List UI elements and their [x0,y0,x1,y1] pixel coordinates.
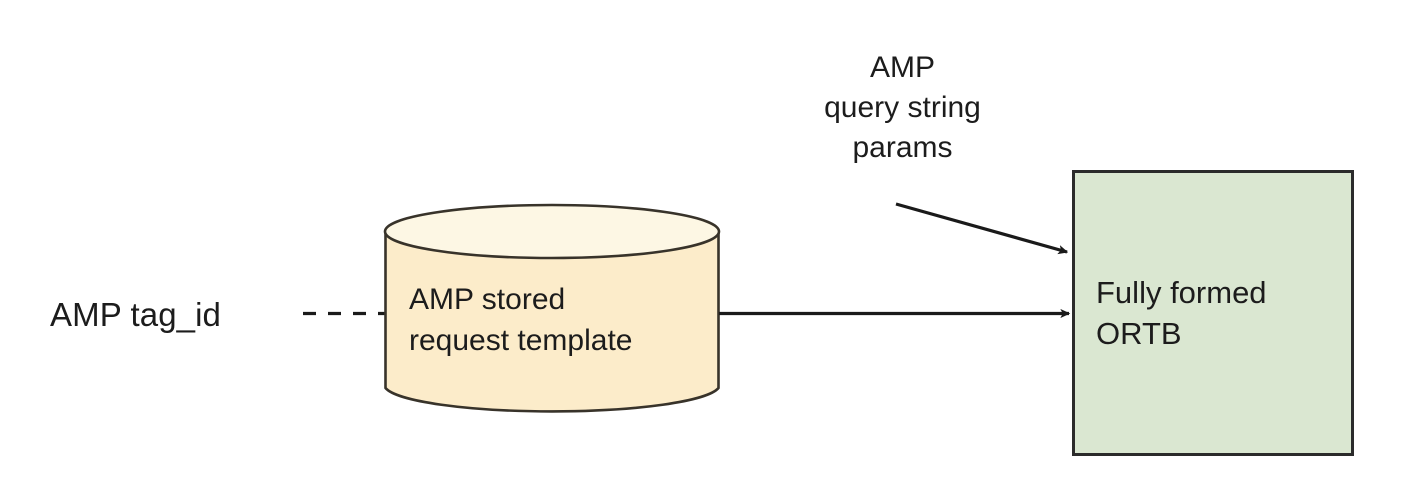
cylinder-body [384,230,720,413]
cylinder-line-2: request template [409,323,633,357]
label-amp-tag-id: AMP tag_id [50,296,221,333]
node-fully-formed-ortb [1072,170,1354,456]
ortb-line-1: Fully formed [1096,275,1267,310]
query-params-line-3: params [852,130,953,164]
cylinder-top [383,203,721,260]
cylinder-line-1: AMP stored [409,283,566,316]
query-params-line-2: query string [824,90,981,124]
label-amp-stored-request-template: AMP stored request template [409,280,632,361]
label-amp-query-string-params: AMP query string params [760,48,1045,168]
query-params-line-1: AMP [869,51,935,84]
edge-query-params-to-ortb [895,202,1069,255]
ortb-line-2: ORTB [1096,316,1182,352]
